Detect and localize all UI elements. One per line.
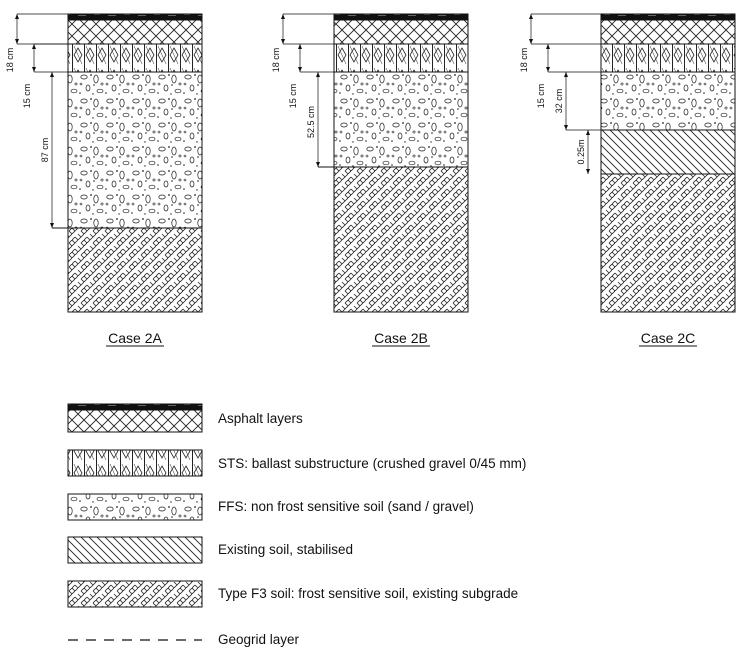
case-2b-ffs-layer	[333, 71, 469, 168]
legend-label-asphalt: Asphalt layers	[218, 411, 303, 426]
case-2b-dim-ffs: 52.5 cm	[306, 106, 316, 138]
case-2c-sts-layer	[600, 43, 736, 73]
case-2c-asphalt-layer	[600, 19, 736, 45]
case-2b-sts-layer	[333, 43, 469, 73]
case-2b-f3-layer	[333, 166, 469, 313]
legend-swatch-f3	[67, 580, 203, 608]
case-2c-stabilised-layer	[600, 129, 736, 175]
legend-swatch-ffs	[67, 493, 203, 521]
legend-item-sts: STS: ballast substructure (crushed grave…	[67, 449, 526, 477]
legend-label-ffs: FFS: non frost sensitive soil (sand / gr…	[218, 499, 474, 514]
case-2b-section: 18 cm 15 cm 52.5 cm Case 2B	[271, 13, 469, 347]
case-2c-label: Case 2C	[641, 330, 695, 346]
legend-item-stabilised: Existing soil, stabilised	[67, 536, 353, 564]
case-2b-asphalt-layer	[333, 19, 469, 45]
case-2a-ffs-layer	[67, 71, 203, 229]
case-2a-sts-layer	[67, 43, 203, 73]
case-2b-dim-sts: 15 cm	[288, 84, 298, 109]
legend-swatch-asphalt-top	[67, 403, 203, 411]
case-2a-asphalt-layer	[67, 19, 203, 45]
case-2c-dim-ffs: 32 cm	[554, 89, 564, 114]
case-2a-dim-asphalt: 18 cm	[5, 48, 15, 73]
case-2b-dim-asphalt: 18 cm	[271, 48, 281, 73]
legend-item-geogrid: Geogrid layer	[68, 632, 300, 647]
case-2a-section: 18 cm 15 cm 87 cm Case 2A	[5, 13, 203, 347]
case-2c-f3-layer	[600, 173, 736, 313]
case-2a-asphalt-top	[67, 13, 203, 21]
legend-label-sts: STS: ballast substructure (crushed grave…	[218, 456, 526, 471]
case-2a-dim-ffs: 87 cm	[40, 138, 50, 163]
legend-swatch-stabilised	[67, 536, 203, 564]
case-2c-asphalt-top	[600, 13, 736, 21]
legend-swatch-sts	[67, 449, 203, 477]
case-2c-dim-stabilised: 0.25m	[576, 139, 586, 164]
case-2a-label: Case 2A	[108, 330, 162, 346]
case-2a-f3-layer	[67, 227, 203, 313]
legend-item-asphalt: Asphalt layers	[67, 403, 303, 433]
legend-label-stabilised: Existing soil, stabilised	[218, 542, 353, 557]
legend-item-f3: Type F3 soil: frost sensitive soil, exis…	[67, 580, 518, 608]
case-2a-dim-sts: 15 cm	[22, 84, 32, 109]
case-2c-ffs-layer	[600, 71, 736, 131]
case-2c-section: 18 cm 15 cm 32 cm 0.25m Case 2C	[519, 13, 736, 347]
legend-label-f3: Type F3 soil: frost sensitive soil, exis…	[218, 586, 518, 601]
case-2b-asphalt-top	[333, 13, 469, 21]
case-2b-label: Case 2B	[374, 330, 428, 346]
case-2c-dim-asphalt: 18 cm	[519, 48, 529, 73]
case-2c-dim-sts: 15 cm	[536, 84, 546, 109]
legend-swatch-asphalt	[67, 409, 203, 433]
legend-label-geogrid: Geogrid layer	[218, 632, 300, 647]
legend-item-ffs: FFS: non frost sensitive soil (sand / gr…	[67, 493, 474, 521]
legend: Asphalt layers STS: ballast substructure…	[67, 403, 526, 647]
